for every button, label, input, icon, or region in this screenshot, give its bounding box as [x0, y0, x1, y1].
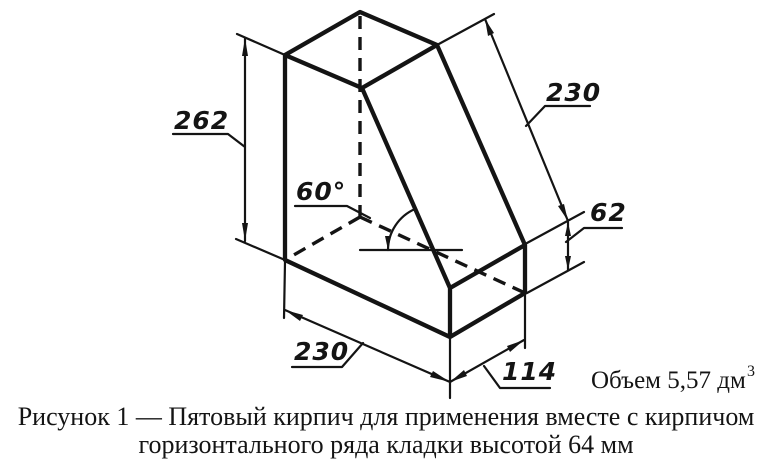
figure-caption: Рисунок 1 — Пятовый кирпич для применени…: [18, 402, 755, 459]
volume-label: Объем 5,57 дм: [591, 367, 746, 394]
volume-exponent: 3: [747, 363, 755, 380]
brick-hidden-edges: [284, 16, 526, 295]
angle-leader-line: [293, 204, 372, 220]
brick-solid: [282, 9, 528, 340]
dimension-height-lines: [171, 32, 287, 262]
figure-caption-line2: горизонтального ряда кладки высотой 64 м…: [138, 430, 633, 459]
dim-label-slope: 230: [546, 78, 601, 107]
dimension-base-arrows: [285, 310, 450, 382]
dim-label-height: 262: [174, 106, 229, 135]
dimension-toe-arrows: [565, 222, 571, 270]
dim-label-angle: 60°: [296, 177, 346, 206]
dim-label-base: 230: [294, 337, 349, 366]
dimension-width-114: 114: [448, 293, 557, 390]
dimension-width-arrows: [450, 340, 524, 382]
angle-arc-arrow: [385, 236, 391, 250]
dimension-toe-lines: [525, 220, 624, 295]
dimension-slope-lines: [435, 12, 592, 245]
brick-visible-edges: [282, 9, 528, 340]
volume-note: Объем 5,57 дм 3: [591, 363, 755, 394]
angle-arc: [386, 207, 417, 252]
dimension-base-lines: [282, 260, 452, 400]
dimension-toe-62: 62: [525, 198, 627, 295]
dimension-base-230: 230: [282, 260, 452, 400]
dim-label-width: 114: [502, 357, 557, 386]
dimension-slope-230: 230: [435, 12, 601, 245]
dimension-angle-60: 60°: [293, 177, 464, 252]
dim-label-toe: 62: [590, 198, 627, 227]
dimension-height-262: 262: [171, 32, 287, 262]
figure-caption-line1: Рисунок 1 — Пятовый кирпич для применени…: [18, 402, 755, 431]
